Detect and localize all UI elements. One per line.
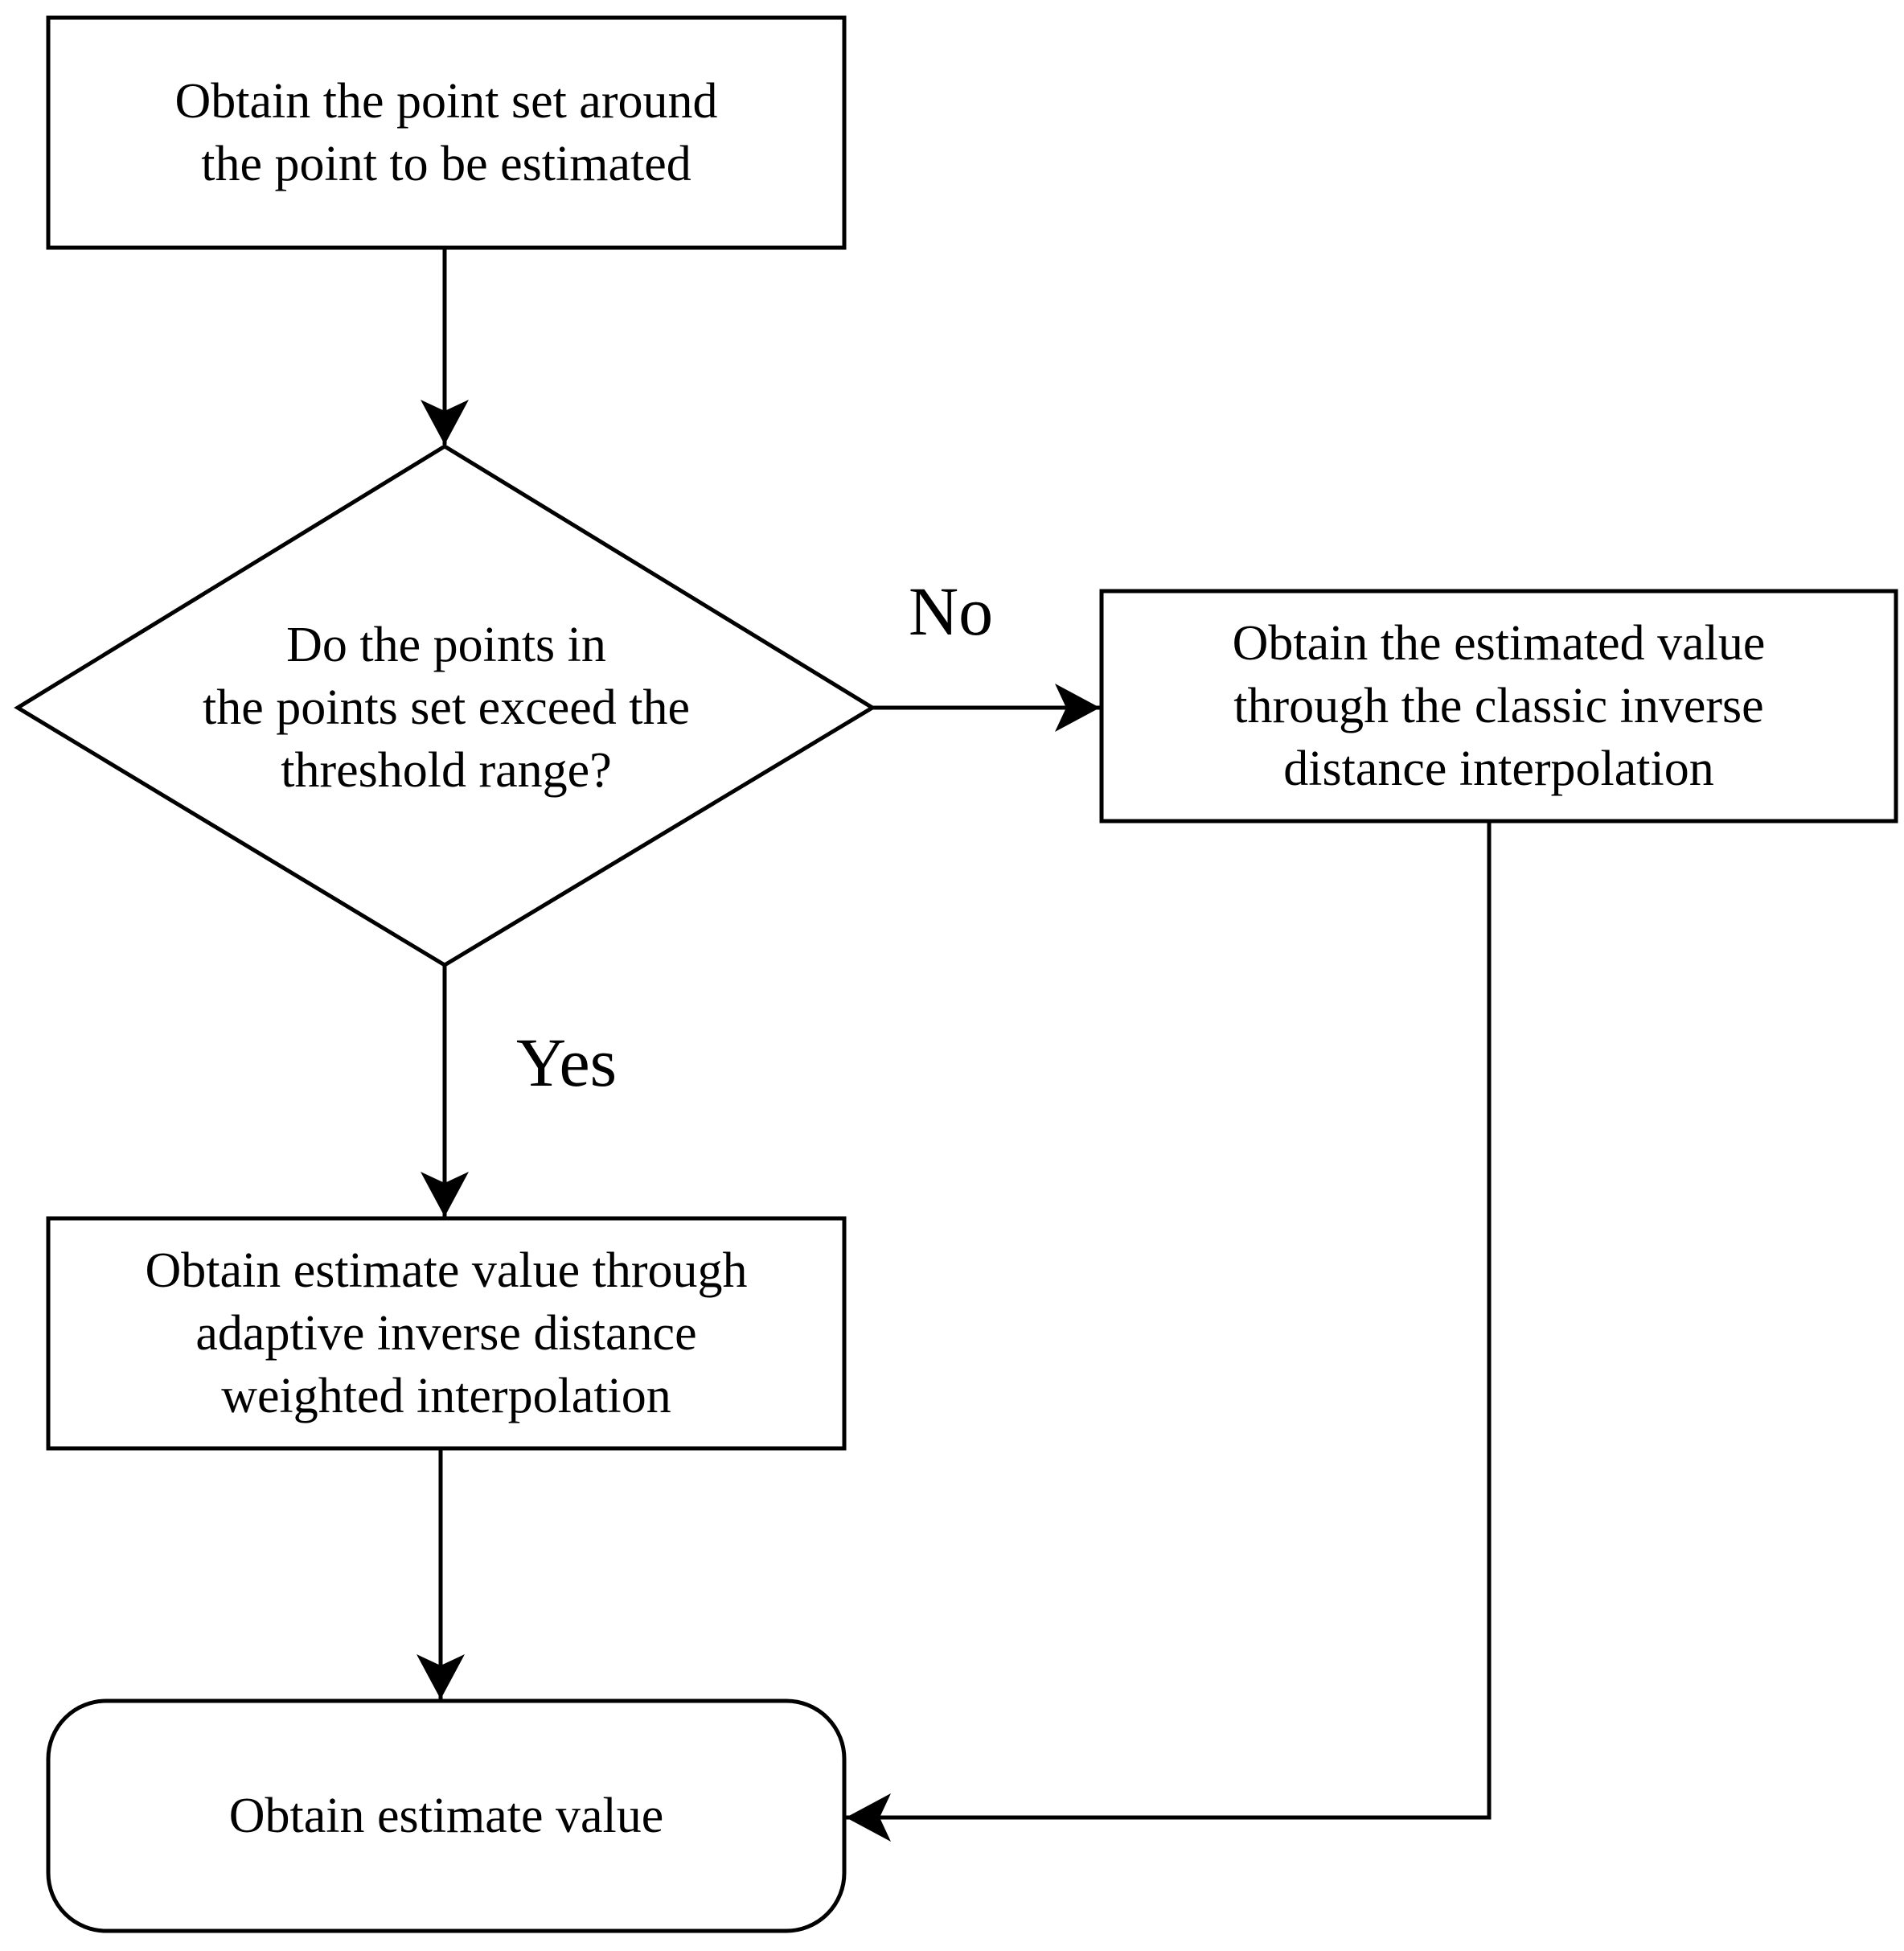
end-terminal [46, 1698, 847, 1933]
classic-idw-line: Obtain the estimated value [1232, 616, 1766, 671]
decision-line: threshold range? [281, 743, 612, 798]
adaptive-idw-line: adaptive inverse distance [195, 1306, 697, 1361]
adaptive-idw-line: weighted interpolation [221, 1369, 671, 1423]
start-box-label: Obtain the point set around the point to… [48, 18, 844, 248]
classic-idw-line: through the classic inverse [1233, 679, 1764, 733]
start-box-line: Obtain the point set around [174, 74, 718, 129]
start-box-line: the point to be estimated [201, 137, 691, 191]
edge-label-no: No [909, 573, 994, 650]
adaptive-idw-label: Obtain estimate value through adaptive i… [48, 1218, 844, 1448]
end-terminal-line: Obtain estimate value [228, 1789, 664, 1843]
decision-label: Do the points in the points set exceed t… [88, 591, 804, 824]
decision-line: Do the points in [286, 618, 606, 672]
decision-line: the points set exceed the [202, 680, 690, 735]
start-box [46, 15, 847, 250]
classic-idw-line: distance interpolation [1283, 741, 1714, 796]
end-terminal-label: Obtain estimate value [48, 1701, 844, 1931]
adaptive-idw-line: Obtain estimate value through [145, 1243, 748, 1298]
classic-idw-box [1099, 589, 1898, 824]
classic-idw-label: Obtain the estimated value through the c… [1102, 591, 1896, 821]
adaptive-idw-box [46, 1216, 847, 1451]
edge-label-yes: Yes [516, 1024, 618, 1101]
arrow-classic-to-end [846, 821, 1492, 1842]
